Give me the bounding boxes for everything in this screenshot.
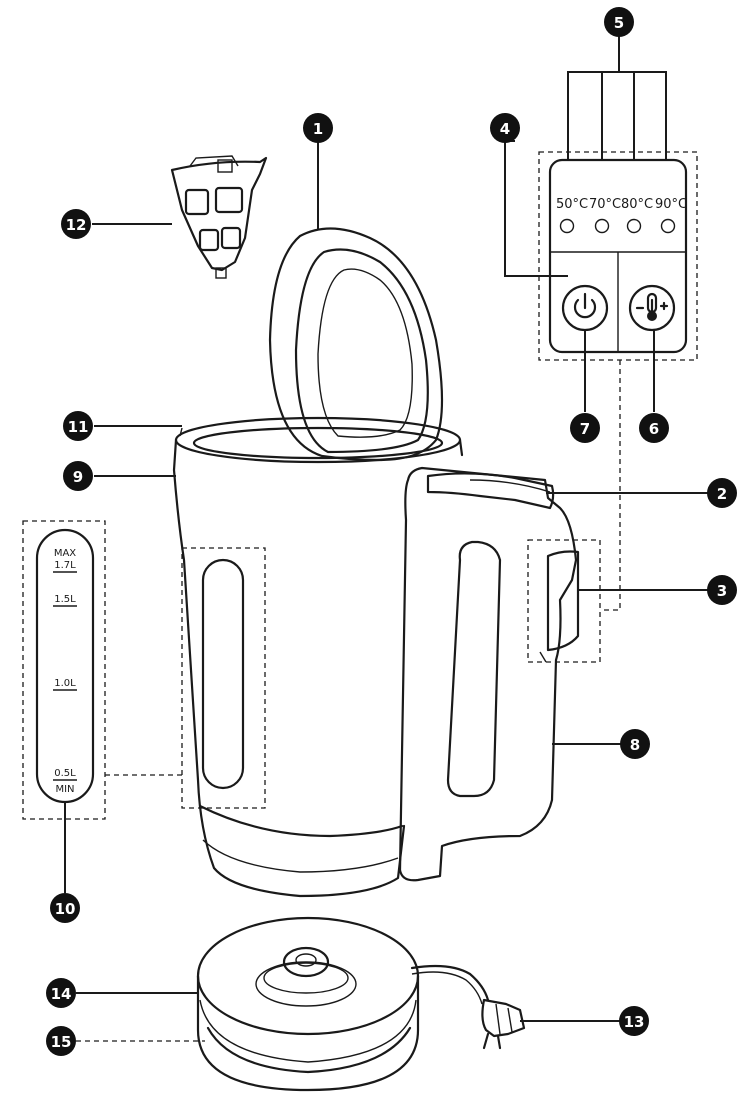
led-70 bbox=[594, 218, 610, 234]
window-highlight bbox=[181, 547, 266, 809]
leader-lines bbox=[64, 35, 709, 1042]
kettle-body bbox=[172, 416, 464, 898]
temp-label-70: 70°C bbox=[589, 197, 621, 212]
svg-text:13: 13 bbox=[624, 1013, 645, 1031]
led-80 bbox=[626, 218, 642, 234]
svg-text:14: 14 bbox=[51, 985, 72, 1003]
water-level-scale: MAX 1.7L 1.5L 1.0L 0.5L MIN bbox=[22, 520, 106, 820]
plug-icon bbox=[481, 998, 526, 1050]
callout-12: 12 bbox=[61, 209, 91, 239]
callout-9: 9 bbox=[63, 461, 93, 491]
scale-max-volume: 1.7L bbox=[54, 560, 76, 571]
switch-highlight bbox=[527, 539, 601, 663]
callout-14: 14 bbox=[46, 978, 76, 1008]
callout-13: 13 bbox=[619, 1006, 649, 1036]
callout-7: 7 bbox=[570, 413, 600, 443]
control-panel bbox=[538, 151, 698, 361]
scale-mark-1-5: 1.5L bbox=[54, 594, 76, 605]
scale-min-volume: 0.5L bbox=[54, 768, 76, 779]
svg-text:12: 12 bbox=[66, 216, 87, 234]
led-90 bbox=[660, 218, 676, 234]
svg-text:6: 6 bbox=[649, 420, 659, 438]
svg-text:4: 4 bbox=[500, 120, 510, 138]
callout-8: 8 bbox=[620, 729, 650, 759]
scale-max-label: MAX bbox=[54, 548, 76, 559]
temp-label-90: 90°C bbox=[655, 197, 687, 212]
power-button bbox=[561, 284, 609, 332]
callout-11: 11 bbox=[63, 411, 93, 441]
led-50 bbox=[559, 218, 575, 234]
callout-4: 4 bbox=[490, 113, 520, 143]
svg-text:3: 3 bbox=[717, 582, 727, 600]
svg-text:10: 10 bbox=[55, 900, 76, 918]
power-base bbox=[196, 916, 490, 1092]
scale-min-label: MIN bbox=[55, 784, 74, 795]
svg-text:7: 7 bbox=[580, 420, 590, 438]
callout-15: 15 bbox=[46, 1026, 76, 1056]
temp-label-80: 80°C bbox=[621, 197, 653, 212]
callout-1: 1 bbox=[303, 113, 333, 143]
svg-text:1: 1 bbox=[313, 120, 323, 138]
svg-text:11: 11 bbox=[68, 418, 89, 436]
thermometer-icon bbox=[635, 292, 669, 321]
kettle-handle bbox=[398, 466, 580, 882]
callout-10: 10 bbox=[50, 893, 80, 923]
callout-3: 3 bbox=[707, 575, 737, 605]
svg-text:5: 5 bbox=[614, 14, 624, 32]
svg-text:8: 8 bbox=[630, 736, 640, 754]
power-icon bbox=[573, 292, 597, 319]
kettle-lid bbox=[268, 227, 444, 462]
temperature-labels: 50°C 70°C 80°C 90°C bbox=[556, 197, 687, 212]
svg-text:9: 9 bbox=[73, 468, 83, 486]
temperature-button bbox=[628, 284, 676, 332]
scale-mark-1-0: 1.0L bbox=[54, 678, 76, 689]
panel-connector bbox=[600, 360, 621, 611]
svg-text:15: 15 bbox=[51, 1033, 72, 1051]
svg-text:2: 2 bbox=[717, 485, 727, 503]
temperature-leds bbox=[559, 218, 676, 234]
callout-5: 5 bbox=[604, 7, 634, 37]
callout-2: 2 bbox=[707, 478, 737, 508]
limescale-filter bbox=[170, 155, 268, 279]
callout-6: 6 bbox=[639, 413, 669, 443]
temp-label-50: 50°C bbox=[556, 197, 588, 212]
